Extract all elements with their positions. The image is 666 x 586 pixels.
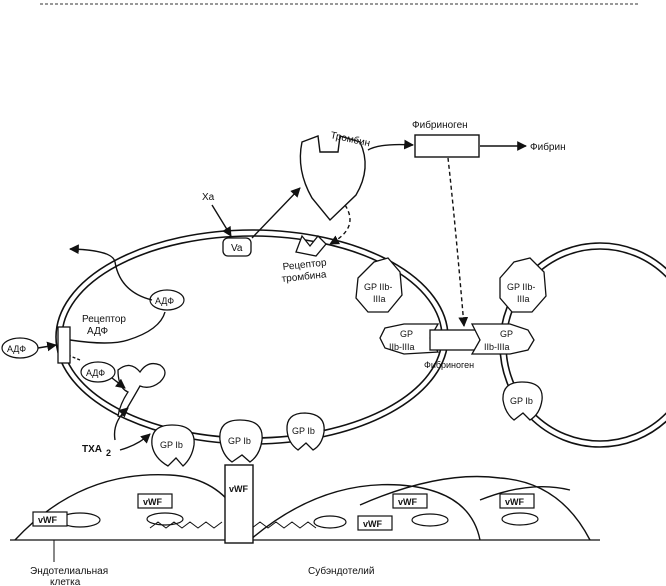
endothelial-label-1: Эндотелиальная (30, 566, 108, 577)
svg-text:АДФ: АДФ (86, 368, 105, 378)
svg-text:vWF: vWF (505, 497, 525, 507)
svg-text:GP Ib: GP Ib (510, 396, 533, 406)
adp-receptor (57, 326, 71, 364)
gp-ib-receptor-second-platelet: GP Ib (502, 381, 543, 421)
svg-text:GP IIb-: GP IIb- (364, 282, 392, 292)
gp-ib-receptor-right: GP Ib (286, 412, 325, 451)
thrombin-molecule: Тромбин (299, 129, 371, 222)
adp-receptor-label-1: Рецептор (82, 314, 126, 325)
svg-text:АДФ: АДФ (155, 296, 174, 306)
txa2-sub: 2 (106, 448, 111, 458)
svg-text:Va: Va (231, 243, 243, 254)
svg-text:GP: GP (400, 329, 413, 339)
txa2-molecule (117, 362, 166, 418)
vwf-box-1: vWF (32, 511, 68, 527)
va-box: Va (222, 237, 252, 257)
svg-text:IIb-IIIa: IIb-IIIa (484, 342, 510, 352)
gp-ib-receptor-left: GP Ib (151, 424, 195, 467)
vwf-box-2: vWF (137, 493, 173, 509)
fibrin-label: Фибрин (530, 141, 566, 153)
svg-text:GP Ib: GP Ib (228, 436, 251, 446)
fibrinogen-bridge (429, 329, 481, 351)
vwf-pillar: vWF (224, 464, 254, 544)
subendothelium-label: Субэндотелий (308, 565, 374, 577)
gp-iib-iiia-receptor-top: GP IIb- IIIa (355, 257, 403, 313)
svg-text:IIIa: IIIa (373, 294, 386, 304)
svg-text:vWF: vWF (143, 497, 163, 507)
svg-text:GP Ib: GP Ib (160, 440, 183, 450)
gp-ib-receptor-center: GP Ib (219, 419, 263, 463)
adp-lower: АДФ (80, 361, 116, 383)
fibrinogen-label: Фибриноген (412, 119, 468, 131)
gp-iib-iiia-right: GP IIb-IIIa (470, 323, 535, 355)
svg-text:GP Ib: GP Ib (292, 426, 315, 436)
svg-text:vWF: vWF (229, 484, 249, 494)
endothelium (10, 473, 600, 541)
vwf-box-3: vWF (357, 515, 393, 531)
svg-text:GP IIb-: GP IIb- (507, 282, 535, 292)
adp-outer: АДФ (1, 337, 39, 359)
thrombin-receptor-label-1: Рецептор (282, 257, 327, 273)
svg-text:IIb-IIIa: IIb-IIIa (389, 342, 415, 352)
endothelial-label-2: клетка (50, 577, 81, 586)
gp-iib-iiia-left: GP IIb-IIIa (379, 323, 440, 355)
arrows (37, 139, 527, 451)
xa-label: Xa (202, 192, 215, 203)
thrombin-receptor (295, 234, 327, 257)
svg-text:vWF: vWF (38, 515, 58, 525)
gp-iib-iiia-receptor-second-top: GP IIb- IIIa (499, 257, 547, 313)
txa2-label: TXA (82, 444, 102, 455)
svg-text:АДФ: АДФ (7, 344, 26, 354)
fibrinogen-box (414, 134, 480, 158)
thrombin-receptor-label-2: тромбина (281, 268, 327, 285)
svg-text:GP: GP (500, 329, 513, 339)
adp-inner: АДФ (149, 289, 185, 311)
adp-receptor-label-2: АДФ (87, 326, 109, 337)
svg-text:vWF: vWF (363, 519, 383, 529)
fibrinogen-bridge-label: Фибриноген (424, 360, 474, 370)
vwf-box-4: vWF (392, 493, 428, 509)
vwf-box-5: vWF (499, 493, 535, 509)
svg-text:vWF: vWF (398, 497, 418, 507)
svg-text:IIIa: IIIa (517, 294, 530, 304)
